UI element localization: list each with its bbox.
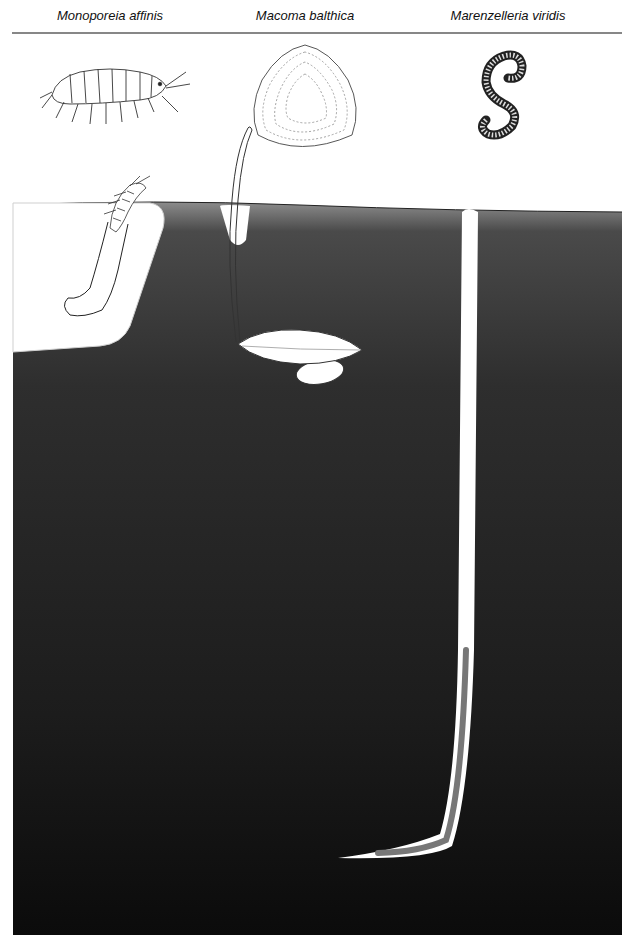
frame-line: [12, 32, 622, 33]
clam-shell-drawing: [254, 45, 356, 147]
sediment: [13, 202, 622, 935]
species-label: Marenzelleria viridis: [451, 8, 566, 23]
worm-in-burrow: [378, 650, 466, 853]
siphon-burrow: [220, 205, 250, 245]
siphon: [230, 128, 252, 342]
amphipod-small: [104, 176, 150, 232]
worm-drawing: [482, 55, 522, 135]
amphipod-burrow: [64, 222, 128, 316]
species-label: Monoporeia affinis: [57, 8, 163, 23]
clam-buried: [238, 330, 362, 388]
surface-pocket: [13, 203, 164, 352]
amphipod-drawing: [40, 69, 190, 124]
species-label: Macoma balthica: [256, 8, 354, 23]
worm-burrow: [338, 209, 478, 858]
